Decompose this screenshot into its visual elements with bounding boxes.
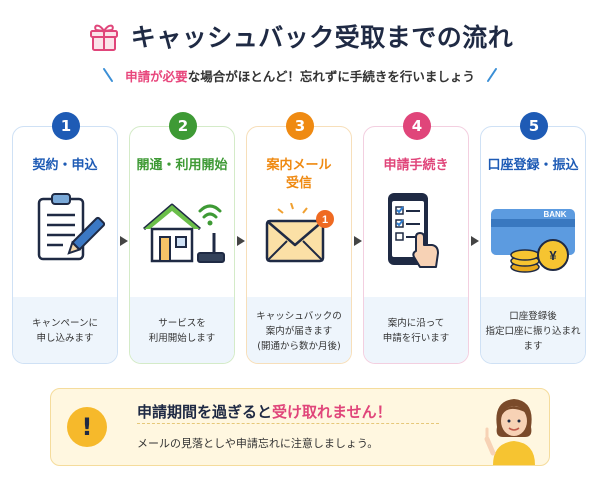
step-5-desc: 口座登録後指定口座に振り込まれます bbox=[481, 297, 585, 363]
envelope-icon: 1 bbox=[265, 203, 334, 263]
gift-icon bbox=[89, 24, 118, 51]
arrow-right-icon bbox=[354, 236, 362, 246]
step-5-title: 口座登録・振込 bbox=[487, 158, 579, 173]
step-2-title: 開通・利用開始 bbox=[136, 158, 228, 173]
warning-notice: ! 申請期間を過ぎると受け取れません！ メールの見落としや申請忘れに注意しましょ… bbox=[50, 388, 550, 466]
step-5-number-badge: 5 bbox=[520, 112, 548, 140]
page-title: キャッシュバック受取までの流れ bbox=[130, 23, 514, 52]
step-1-number-badge: 1 bbox=[52, 112, 80, 140]
header: キャッシュバック受取までの流れ bbox=[0, 14, 600, 58]
clipboard-pen-icon bbox=[37, 193, 105, 261]
subtitle-rest: な場合がほとんど！忘れずに手続きを行いましょう bbox=[187, 68, 475, 84]
subtitle: 申請が必要な場合がほとんど！忘れずに手続きを行いましょう bbox=[0, 64, 600, 86]
arrow-right-icon bbox=[237, 236, 245, 246]
step-2-desc: サービスを利用開始します bbox=[130, 297, 234, 363]
slash-left-icon bbox=[103, 68, 114, 82]
notice-text: メールの見落としや申請忘れに注意しましょう。 bbox=[137, 437, 379, 450]
step-3-card: 案内メール受信 1 キャッシュバックの案内が届きます(開通から数か月後) bbox=[246, 126, 352, 364]
exclamation-icon: ! bbox=[67, 407, 107, 447]
step-4-desc: 案内に沿って申請を行います bbox=[364, 297, 468, 363]
notice-divider bbox=[137, 423, 439, 424]
step-1-card: 契約・申込 キャンペーンに申し込みます bbox=[12, 126, 118, 364]
notice-title: 申請期間を過ぎると受け取れません！ bbox=[137, 403, 392, 421]
notification-count: 1 bbox=[322, 214, 328, 226]
bank-card-coins-icon: BANK ¥ bbox=[491, 209, 575, 273]
step-3-title: 案内メール受信 bbox=[266, 158, 332, 191]
step-4-card: 申請手続き 案内に沿って申請を行います bbox=[363, 126, 469, 364]
arrow-right-icon bbox=[120, 236, 128, 246]
step-5-card: 口座登録・振込 BANK ¥ 口座登録後指定口座に振り込まれます bbox=[480, 126, 586, 364]
step-4-title: 申請手続き bbox=[383, 158, 449, 173]
subtitle-accent: 申請が必要 bbox=[125, 68, 188, 84]
step-2-number-badge: 2 bbox=[169, 112, 197, 140]
step-3-number-badge: 3 bbox=[286, 112, 314, 140]
step-2-card: 開通・利用開始 サービスを利用開始します bbox=[129, 126, 235, 364]
house-wifi-icon bbox=[143, 203, 225, 263]
step-1-title: 契約・申込 bbox=[32, 158, 98, 173]
step-4-number-badge: 4 bbox=[403, 112, 431, 140]
smartphone-checklist-icon bbox=[388, 193, 439, 268]
yen-symbol: ¥ bbox=[549, 248, 557, 263]
arrow-right-icon bbox=[471, 236, 479, 246]
step-1-desc: キャンペーンに申し込みます bbox=[13, 297, 117, 363]
bank-card-label: BANK bbox=[543, 210, 566, 219]
slash-right-icon bbox=[486, 68, 497, 82]
steps-flow: 契約・申込 キャンペーンに申し込みます 開通・利用開始 bbox=[12, 112, 588, 368]
woman-pointing-icon bbox=[484, 399, 535, 465]
step-3-desc: キャッシュバックの案内が届きます(開通から数か月後) bbox=[247, 297, 351, 363]
